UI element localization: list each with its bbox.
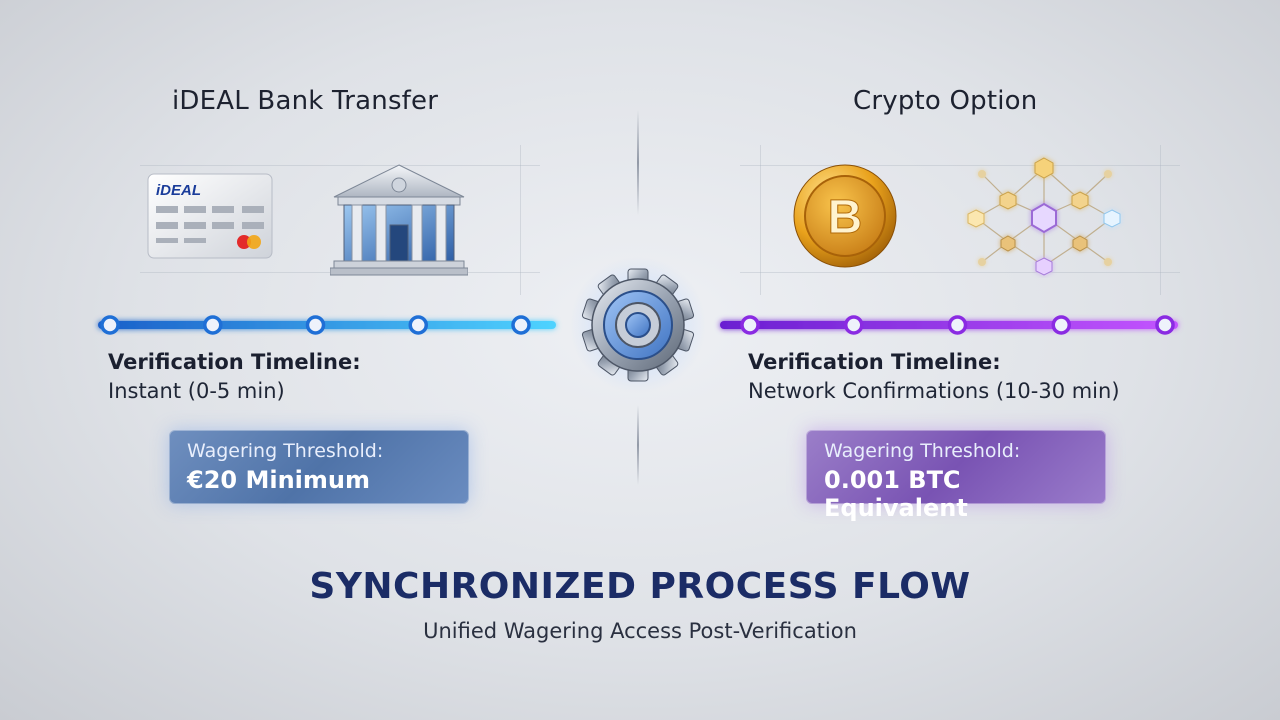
grid-line [740,165,1180,166]
right-timeline-dot [1155,315,1175,335]
blockchain-network-icon [967,157,1121,276]
grid-line [1160,145,1161,295]
left-timeline-dot [203,315,223,335]
left-column-title: iDEAL Bank Transfer [172,86,439,116]
left-timeline-dot [511,315,531,335]
left-timeline-value: Instant (0-5 min) [108,379,285,403]
grid-line [520,145,521,295]
center-divider-bottom [637,405,639,485]
right-timeline-dot [947,315,968,335]
left-timeline-dot [100,315,120,335]
right-timeline-dot [1051,315,1071,335]
bitcoin-coin-icon: B [793,164,897,268]
left-timeline-label: Verification Timeline: [108,350,361,374]
right-timeline-label: Verification Timeline: [748,350,1001,374]
ideal-card-icon: iDEAL [147,173,273,259]
right-column-title: Crypto Option [853,86,1038,116]
coin-symbol: B [828,191,863,244]
grid-line [140,165,540,166]
left-threshold-label: Wagering Threshold: [187,440,384,462]
right-timeline-value: Network Confirmations (10-30 min) [748,379,1120,403]
left-timeline-dot [305,315,326,335]
right-timeline [720,315,1178,335]
left-timeline [98,315,556,335]
center-divider-top [637,110,639,215]
grid-line [760,145,761,295]
grid-line [740,272,1180,273]
right-threshold-card: Wagering Threshold: 0.001 BTC Equivalent [806,430,1106,522]
right-timeline-dot [740,315,760,335]
footer-subtitle: Unified Wagering Access Post-Verificatio… [423,619,857,643]
bank-building-icon [330,164,468,276]
left-threshold-card: Wagering Threshold: €20 Minimum [169,430,469,504]
card-brand-text: iDEAL [156,182,201,199]
right-threshold-label: Wagering Threshold: [824,440,1021,462]
left-timeline-dot [408,315,428,335]
footer-title: SYNCHRONIZED PROCESS FLOW [309,566,971,607]
left-threshold-value: €20 Minimum [187,466,370,494]
right-timeline-dot [844,315,864,335]
gear-icon [570,257,706,393]
right-threshold-value: 0.001 BTC Equivalent [824,466,968,522]
